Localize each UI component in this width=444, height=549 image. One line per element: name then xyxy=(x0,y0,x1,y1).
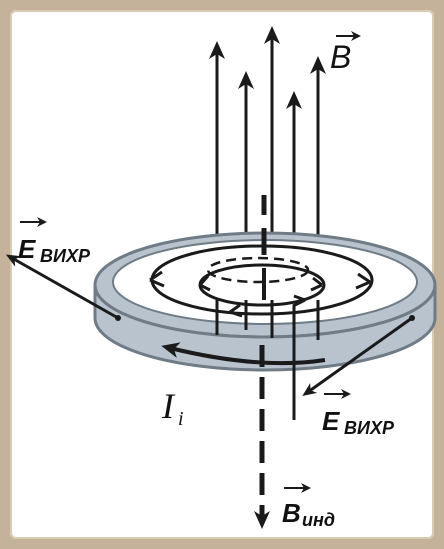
svg-text:ВИХР: ВИХР xyxy=(344,418,395,438)
svg-text:i: i xyxy=(178,408,184,430)
e-vortex-right-arrow xyxy=(302,316,413,397)
label-b-main: B xyxy=(330,31,361,75)
svg-text:E: E xyxy=(18,234,36,264)
label-current: I i xyxy=(161,386,184,430)
svg-text:E: E xyxy=(322,406,340,436)
current-arrow xyxy=(161,342,326,366)
svg-text:I: I xyxy=(161,386,176,426)
label-e-vortex-right: E ВИХР xyxy=(322,389,395,438)
svg-text:инд: инд xyxy=(302,510,335,530)
induced-b-axis xyxy=(254,195,270,529)
svg-text:B: B xyxy=(330,39,351,75)
svg-text:ВИХР: ВИХР xyxy=(40,246,91,266)
svg-text:B: B xyxy=(282,498,301,528)
e-vortex-left-arrow xyxy=(5,254,119,320)
label-e-vortex-left: E ВИХР xyxy=(18,217,91,266)
label-b-induced: B инд xyxy=(282,483,335,530)
vortex-loop-inner xyxy=(206,256,310,284)
